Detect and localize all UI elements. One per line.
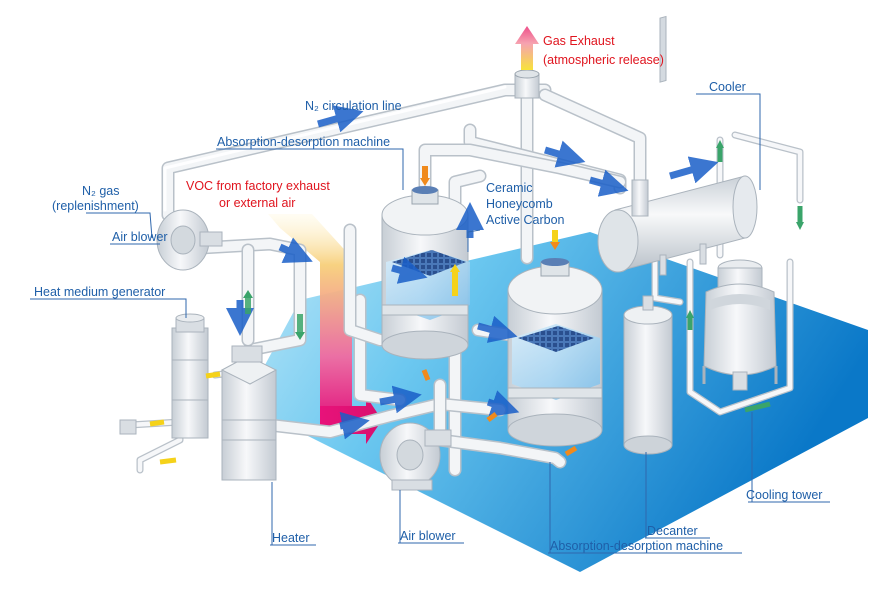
flow-arrow-icon [278,237,313,264]
flow-arrow-icon [477,315,518,343]
labels: Gas Exhaust (atmospheric release) Cooler… [34,34,822,553]
flow-arrow-icon [149,419,165,427]
label-gas-exhaust: Gas Exhaust [543,34,615,48]
heater-unit [220,345,278,481]
air-blower-left-unit [156,209,223,271]
label-air-blower-left: Air blower [112,230,168,244]
leader-lines [30,93,830,554]
flow-arrow-icon [391,256,428,284]
decanter-unit [623,295,673,455]
flow-arrow-icon [379,385,422,414]
air-blower-bottom-unit [379,422,452,491]
flow-arrow-icon [564,445,578,457]
label-heat-medium-generator: Heat medium generator [34,285,165,299]
label-abs-des-machine-top: Absorption-desorption machine [217,135,390,149]
label-voc: VOC from factory exhaust [186,179,330,193]
flow-arrows [149,105,804,465]
flow-arrow-icon [421,369,431,381]
label-cooler: Cooler [709,80,746,94]
flow-arrow-icon [159,457,177,465]
label-air-blower-bottom: Air blower [400,529,456,543]
exhaust-stack [514,26,540,99]
label-abs-des-machine-bottom: Absorption-desorption machine [550,539,723,553]
label-n2-circulation: N₂ circulation line [305,99,402,113]
label-n2-gas: N₂ gas [82,184,120,198]
flow-arrow-icon [486,412,498,422]
label-cooling-tower: Cooling tower [746,488,822,502]
label-gas-exhaust-sub: (atmospheric release) [543,53,664,67]
flow-arrow-icon [744,401,771,413]
label-n2-gas-sub: (replenishment) [52,199,139,213]
cooler-unit [597,15,758,276]
flow-arrow-icon [589,169,629,197]
cooling-tower-unit [702,259,778,391]
flow-arrow-icon [669,156,719,184]
label-ceramic: Ceramic [486,181,533,195]
flow-arrow-icon [339,411,370,440]
heat-medium-generator-unit [119,313,209,439]
exhaust-arrow-icon [515,26,539,70]
flow-arrow-icon [486,390,520,417]
flow-arrow-icon [317,105,364,133]
label-ceramic-2: Honeycomb [486,197,553,211]
flow-arrow-icon [544,140,586,168]
label-decanter: Decanter [647,524,698,538]
flow-arrow-icon [205,371,221,379]
label-ceramic-3: Active Carbon [486,213,565,227]
label-heater: Heater [272,531,310,545]
abs-des-machine-2 [507,258,603,447]
label-voc-sub: or external air [219,196,295,210]
